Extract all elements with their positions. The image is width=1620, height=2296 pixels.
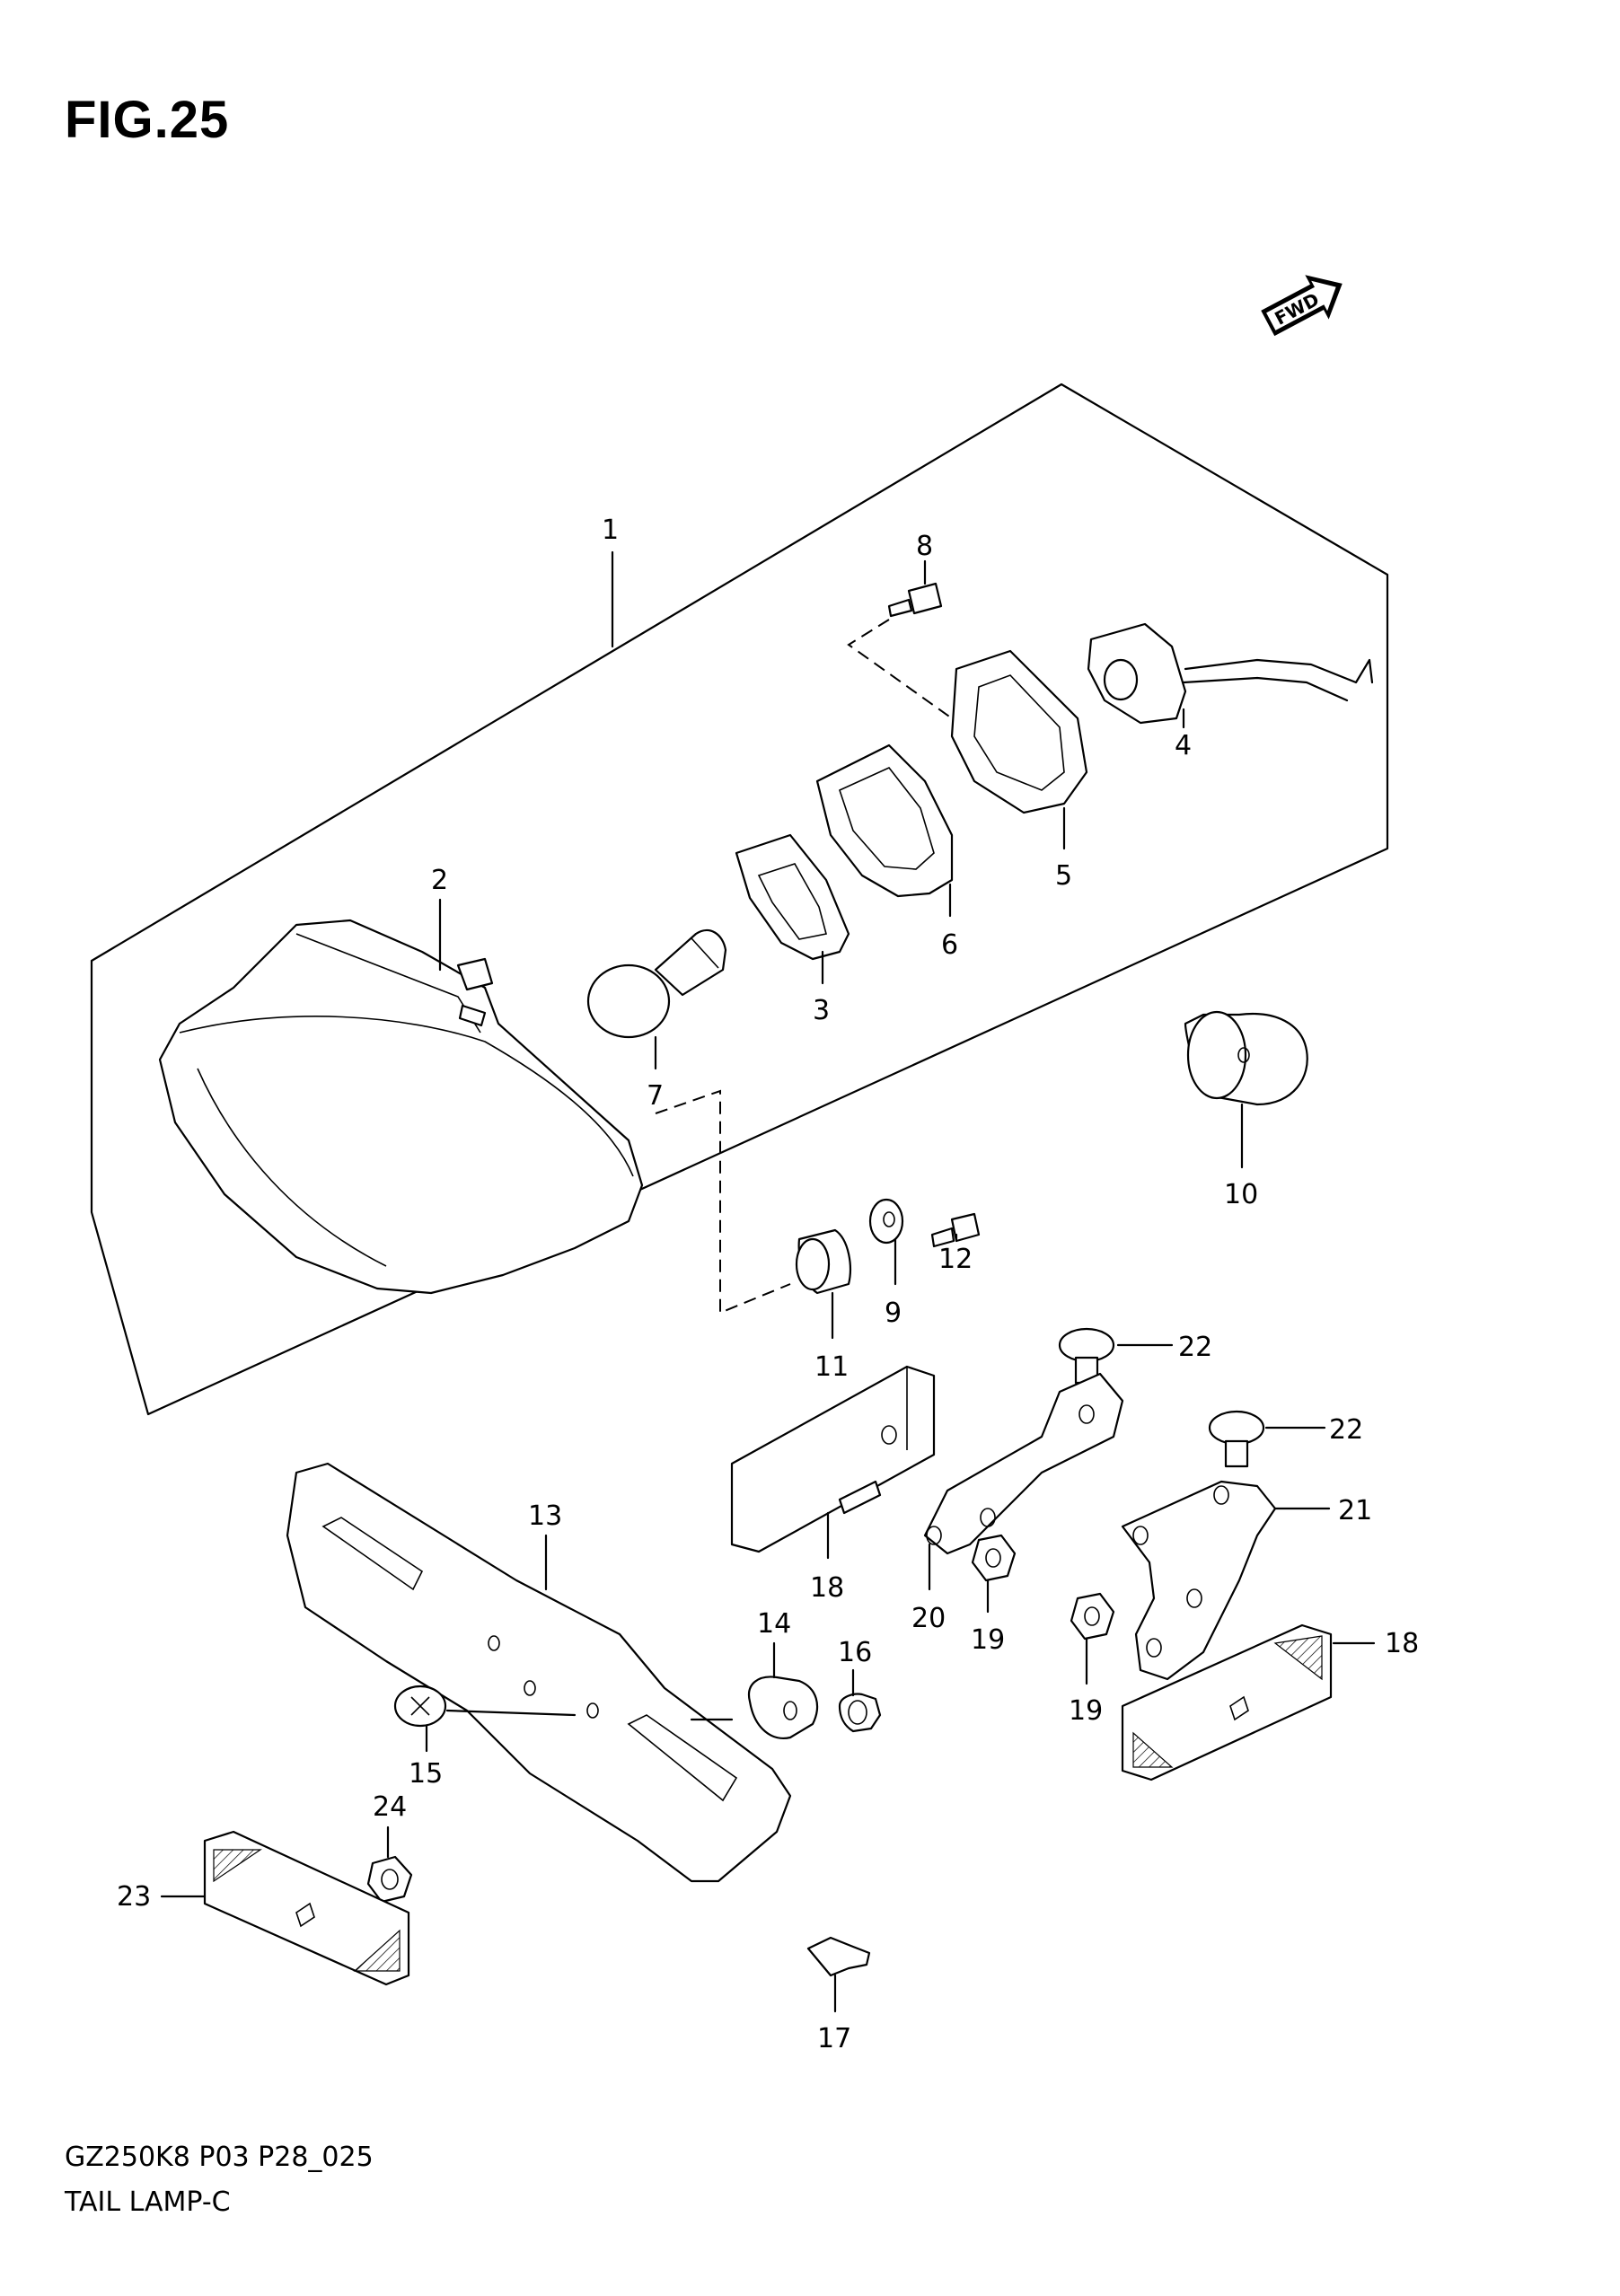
clip-part-17: [806, 1936, 871, 1977]
callout-16: 16: [838, 1637, 872, 1668]
screw-part-22-upper: [1058, 1327, 1115, 1385]
bracket-part-21: [1121, 1480, 1277, 1681]
grommet-part-11: [795, 1228, 851, 1295]
callout-11: 11: [814, 1351, 849, 1383]
bulb-part: [586, 928, 727, 1039]
nut-part-24: [366, 1855, 413, 1904]
bracket-part-20: [923, 1372, 1124, 1555]
socket-wire-part: [1087, 622, 1374, 725]
gasket-part: [950, 649, 1088, 814]
socket-plate-part: [735, 833, 850, 961]
callout-19-right: 19: [1069, 1695, 1103, 1727]
fwd-arrow-icon: FWD: [1261, 275, 1343, 337]
callout-24: 24: [373, 1791, 407, 1823]
screw-part-15: [393, 1685, 447, 1728]
washer-part: [868, 1198, 904, 1245]
grommet-part: [1184, 1010, 1308, 1106]
license-bracket-part-13: [286, 1462, 792, 1883]
plate-part-18: [730, 1365, 936, 1553]
footer: GZ250K8 P03 P28_025 TAIL LAMP-C: [65, 2135, 374, 2225]
callout-5: 5: [1055, 860, 1072, 892]
callout-9: 9: [885, 1298, 902, 1329]
model-code: GZ250K8 P03 P28_025: [65, 2142, 374, 2173]
callout-8: 8: [916, 531, 933, 562]
callout-7: 7: [647, 1080, 664, 1112]
reflector-part-18-right: [1121, 1623, 1333, 1781]
callout-3: 3: [813, 995, 830, 1026]
callout-18-upper: 18: [810, 1572, 844, 1604]
ring-part: [815, 743, 954, 898]
grommet-part-14: [747, 1676, 819, 1740]
callout-14: 14: [757, 1608, 791, 1640]
callout-21: 21: [1338, 1495, 1372, 1526]
assembly-box: [90, 383, 1389, 1416]
callout-13: 13: [528, 1500, 562, 1532]
callout-23: 23: [117, 1881, 151, 1913]
callout-10: 10: [1224, 1179, 1258, 1210]
callout-18-right: 18: [1385, 1628, 1419, 1659]
callout-4: 4: [1175, 730, 1192, 761]
nut-part-19-right: [1070, 1592, 1115, 1641]
screw-part-12: [930, 1212, 981, 1248]
callout-1: 1: [602, 515, 619, 546]
callout-6: 6: [941, 929, 958, 961]
screw-part-22-lower: [1208, 1410, 1265, 1468]
figure-title: FIG.25: [65, 91, 230, 149]
callout-20: 20: [911, 1603, 946, 1634]
callout-2: 2: [431, 865, 448, 896]
lens-housing-part: [158, 919, 644, 1295]
callout-22-upper: 22: [1178, 1332, 1212, 1363]
screw-part: [887, 582, 943, 618]
callout-19-left: 19: [971, 1624, 1005, 1656]
callout-17: 17: [817, 2023, 851, 2054]
callout-12: 12: [938, 1244, 973, 1275]
section-name: TAIL LAMP-C: [65, 2186, 231, 2218]
nut-part-19-left: [971, 1534, 1017, 1582]
nut-part-16: [838, 1693, 882, 1733]
callout-22-lower: 22: [1329, 1414, 1363, 1446]
reflector-part-23-left: [203, 1830, 410, 1986]
callout-15: 15: [409, 1758, 443, 1790]
